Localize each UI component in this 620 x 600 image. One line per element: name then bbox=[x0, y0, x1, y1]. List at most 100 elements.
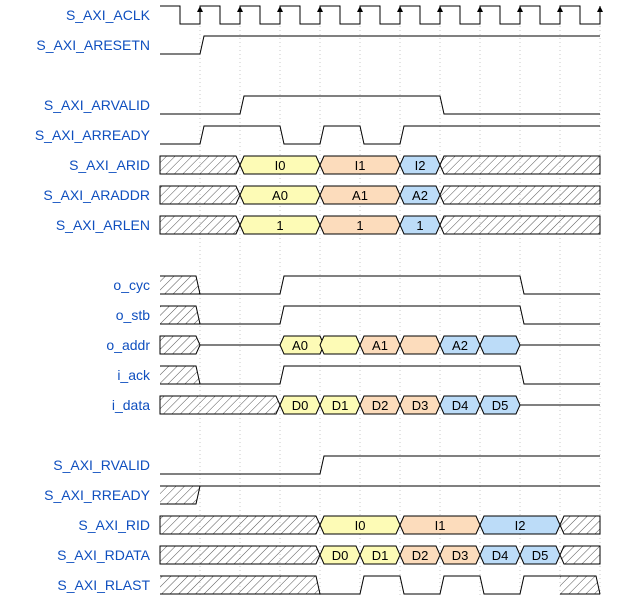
signal-label-s_axi_arvalid: S_AXI_ARVALID bbox=[44, 97, 150, 113]
bus-value-label: A2 bbox=[412, 188, 428, 203]
signal-label-i_ack: i_ack bbox=[117, 367, 151, 383]
signal-s_axi_arready bbox=[160, 125, 600, 145]
bus-value-label: A0 bbox=[292, 338, 308, 353]
bus-undefined-segment bbox=[159, 155, 241, 175]
bus-value-label: 1 bbox=[276, 218, 283, 233]
bus-value-label: A1 bbox=[372, 338, 388, 353]
bus-value-label: D5 bbox=[492, 398, 509, 413]
signal-label-s_axi_rvalid: S_AXI_RVALID bbox=[53, 457, 150, 473]
rising-edge-arrow bbox=[597, 6, 603, 12]
bus-undefined-segment bbox=[159, 185, 241, 205]
bus-undefined-segment bbox=[439, 185, 601, 205]
rising-edge-arrow bbox=[237, 6, 243, 12]
signal-label-s_axi_rready: S_AXI_RREADY bbox=[44, 487, 150, 503]
bus-value-label: I2 bbox=[415, 158, 426, 173]
signal-label-s_axi_aresetn: S_AXI_ARESETN bbox=[36, 37, 150, 53]
signal-label-s_axi_arid: S_AXI_ARID bbox=[69, 157, 150, 173]
bit-wave bbox=[320, 575, 560, 595]
signal-i_data: D0 D1 D2 D3 D4 D5 bbox=[159, 395, 600, 415]
bus-value-segment bbox=[479, 335, 521, 355]
rising-edge-arrow bbox=[437, 6, 443, 12]
bus-undefined-segment bbox=[159, 545, 321, 565]
signal-labels: S_AXI_ACLK S_AXI_ARESETN S_AXI_ARVALID S_AX… bbox=[35, 7, 151, 593]
bus-value-label: D4 bbox=[452, 398, 469, 413]
signal-s_axi_rvalid bbox=[160, 455, 600, 475]
bus-value-label: I0 bbox=[355, 518, 366, 533]
undefined-region bbox=[160, 276, 200, 294]
bus-undefined-segment bbox=[439, 215, 601, 235]
bus-value-label: D0 bbox=[292, 398, 309, 413]
bus-value-label: A1 bbox=[352, 188, 368, 203]
signal-s_axi_arlen: 1 1 1 bbox=[159, 215, 601, 235]
rising-edge-arrow bbox=[517, 6, 523, 12]
undefined-region bbox=[560, 576, 600, 594]
bit-wave bbox=[200, 365, 600, 385]
bus-value-label: 1 bbox=[356, 218, 363, 233]
bus-value-label: D4 bbox=[492, 548, 509, 563]
bus-value-label: I0 bbox=[275, 158, 286, 173]
signal-s_axi_rid: I0 I1 I2 bbox=[159, 515, 601, 535]
rising-edge-arrow bbox=[277, 6, 283, 12]
bus-value-label: 1 bbox=[416, 218, 423, 233]
rising-edge-arrow bbox=[397, 6, 403, 12]
bit-wave bbox=[160, 455, 600, 475]
rising-edge-arrow bbox=[557, 6, 563, 12]
undefined-region bbox=[160, 306, 200, 324]
signal-s_axi_aclk bbox=[160, 5, 603, 25]
signal-label-o_addr: o_addr bbox=[106, 337, 150, 353]
undefined-outline bbox=[160, 365, 201, 385]
bus-value-label: I1 bbox=[435, 518, 446, 533]
signal-label-s_axi_rid: S_AXI_RID bbox=[78, 517, 150, 533]
bus-undefined-segment bbox=[159, 335, 201, 355]
signal-label-o_cyc: o_cyc bbox=[113, 277, 150, 293]
bit-wave bbox=[200, 275, 600, 295]
signal-label-o_stb: o_stb bbox=[116, 307, 150, 323]
bus-undefined-segment bbox=[439, 155, 601, 175]
undefined-region bbox=[160, 366, 200, 384]
bus-value-label: D0 bbox=[332, 548, 349, 563]
signal-s_axi_arvalid bbox=[160, 95, 600, 115]
signal-label-s_axi_araddr: S_AXI_ARADDR bbox=[43, 187, 150, 203]
rising-edge-arrow bbox=[317, 6, 323, 12]
bus-value-label: I1 bbox=[355, 158, 366, 173]
bus-value-label: A0 bbox=[272, 188, 288, 203]
signal-o_stb bbox=[160, 305, 600, 325]
bus-value-label: D3 bbox=[452, 548, 469, 563]
bus-value-label: I2 bbox=[515, 518, 526, 533]
bit-wave bbox=[160, 95, 600, 115]
bus-value-label: D2 bbox=[372, 398, 389, 413]
cycle-gridlines bbox=[199, 10, 601, 598]
undefined-outline bbox=[160, 485, 201, 505]
signal-s_axi_araddr: A0 A1 A2 bbox=[159, 185, 601, 205]
bus-undefined-segment bbox=[559, 545, 601, 565]
bus-value-label: D1 bbox=[372, 548, 389, 563]
signal-s_axi_rdata: D0 D1 D2 D3 D4 D5 bbox=[159, 545, 601, 565]
bus-undefined-segment bbox=[559, 515, 601, 535]
bus-value-label: D3 bbox=[412, 398, 429, 413]
undefined-outline bbox=[160, 305, 201, 325]
signal-s_axi_aresetn bbox=[160, 35, 600, 55]
bus-undefined-segment bbox=[159, 515, 321, 535]
bus-value-label: A2 bbox=[452, 338, 468, 353]
signal-label-s_axi_arready: S_AXI_ARREADY bbox=[35, 127, 151, 143]
signal-label-s_axi_aclk: S_AXI_ACLK bbox=[66, 7, 151, 23]
bus-undefined-segment bbox=[159, 395, 281, 415]
bit-wave bbox=[160, 35, 600, 55]
undefined-outline bbox=[160, 575, 321, 595]
signal-o_addr: A0 A1 A2 bbox=[159, 335, 600, 355]
signal-s_axi_rlast bbox=[160, 575, 601, 595]
bus-value-label: D5 bbox=[532, 548, 549, 563]
undefined-region bbox=[160, 486, 200, 504]
signal-label-i_data: i_data bbox=[112, 397, 150, 413]
signal-s_axi_arid: I0 I1 I2 bbox=[159, 155, 601, 175]
bus-value-label: D1 bbox=[332, 398, 349, 413]
signal-label-s_axi_rlast: S_AXI_RLAST bbox=[57, 577, 150, 593]
bit-wave bbox=[200, 305, 600, 325]
undefined-region bbox=[160, 576, 320, 594]
undefined-outline bbox=[160, 275, 201, 295]
signal-label-s_axi_arlen: S_AXI_ARLEN bbox=[56, 217, 150, 233]
bus-value-label: D2 bbox=[412, 548, 429, 563]
rising-edge-arrow bbox=[197, 6, 203, 12]
bus-value-segment bbox=[399, 335, 441, 355]
